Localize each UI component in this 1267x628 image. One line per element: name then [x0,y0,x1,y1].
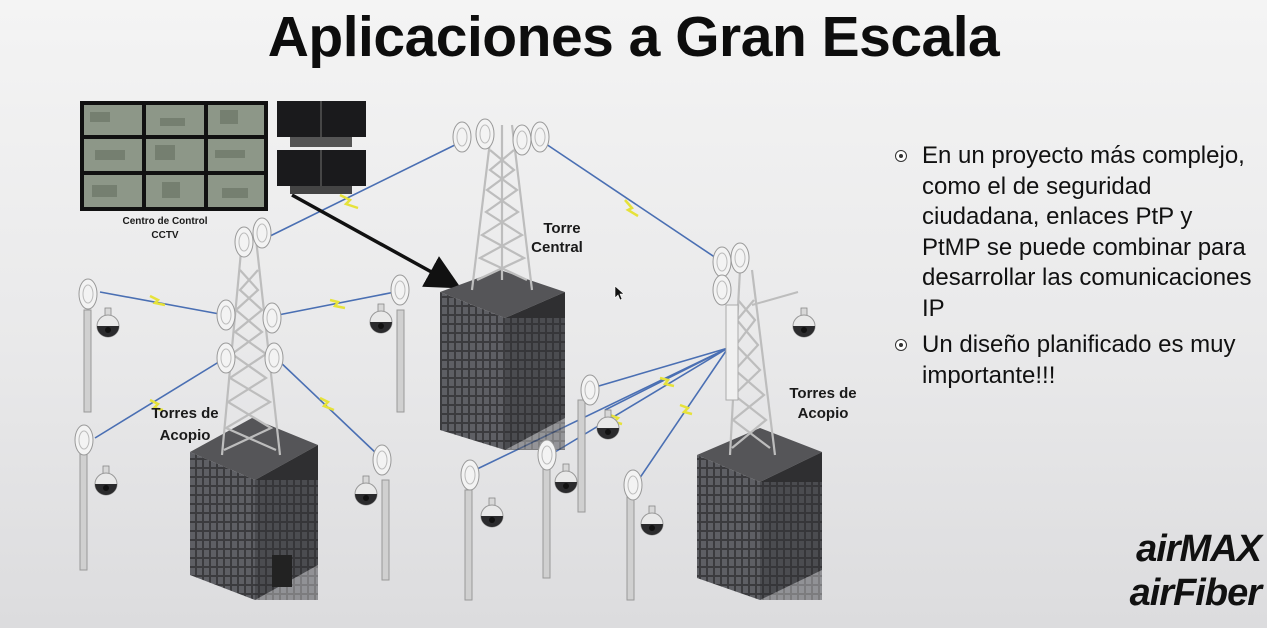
right-collection-label: Torres de [789,385,856,402]
left-tower-dish-1-icon [216,299,236,331]
right-tower-equipment-panel [725,304,739,401]
bullet-icon [895,339,907,351]
bullet-item: Un diseño planificado es muy importante!… [893,330,1253,391]
central-tower-label: Torre [543,220,580,237]
wireless-links [94,139,729,486]
pole-1-camera-icon [96,307,120,338]
control-to-central-arrow [291,193,462,289]
pole-2-dish-icon [390,274,410,306]
left-collection-building [190,418,318,600]
pole-8-camera-icon [640,505,664,536]
airmax-logo: airMAX [1136,528,1262,570]
bullet-text: En un proyecto más complejo, como el de … [922,142,1252,322]
central-tower-dish-mid-icon [475,118,495,150]
left-tower-dish-4-icon [264,342,284,374]
bullet-icon [895,150,907,162]
link-central-right [539,139,723,263]
pole-5-dish-icon [460,459,480,491]
left-tower-dish-2-icon [262,302,282,334]
central-building [440,270,565,450]
link-zigzag-2 [624,199,639,218]
left-collection-label: Torres de [151,405,218,422]
control-monitors [277,101,366,194]
control-center-sublabel: CCTV [151,230,179,241]
central-tower-sublabel: Central [531,239,583,256]
pole-2-camera-icon [369,303,393,334]
pole-4-dish-icon [372,444,392,476]
central-tower-dish-mid2-icon [512,124,532,156]
pole-4-camera-icon [354,475,378,506]
right-tower-dish-3-icon [712,274,732,306]
pole-8-dish-icon [623,469,643,501]
slide-title: Aplicaciones a Gran Escala [267,5,1000,69]
bullet-list: En un proyecto más complejo, como el de … [893,141,1253,397]
link-central-left [261,139,466,241]
pole-7-dish-icon [580,374,600,406]
right-tower-camera-icon [792,307,816,338]
pole-7-camera-icon [596,409,620,440]
right-tower-dish-1-icon [712,246,732,278]
right-collection-building [697,428,822,600]
right-tower-dish-2-icon [730,242,750,274]
central-tower [470,124,534,291]
pole-3-dish-icon [74,424,94,456]
bullet-item: En un proyecto más complejo, como el de … [893,141,1253,324]
left-tower-dish-3-icon [216,342,236,374]
pole-6-camera-icon [554,463,578,494]
left-tower-top-dish-icon [252,217,272,249]
airfiber-logo: airFiber [1129,572,1262,614]
link-zigzag-1 [339,193,359,210]
bullet-text: Un diseño planificado es muy importante!… [922,331,1236,389]
right-collection-tower [728,269,799,456]
pole-5-camera-icon [480,497,504,528]
pole-6-dish-icon [537,439,557,471]
link-left-pole3 [94,359,223,439]
control-center-label: Centro de Control [123,216,208,227]
pole-3-camera-icon [94,465,118,496]
central-tower-dish-left-icon [452,121,472,153]
pole-1-dish-icon [78,278,98,310]
left-collection-sublabel: Acopio [160,427,211,444]
left-tower-top-dish2-icon [234,226,254,258]
right-collection-sublabel: Acopio [798,405,849,422]
mouse-cursor-icon [614,285,625,301]
control-center-video-wall [80,101,268,211]
central-tower-dish-right-icon [530,121,550,153]
